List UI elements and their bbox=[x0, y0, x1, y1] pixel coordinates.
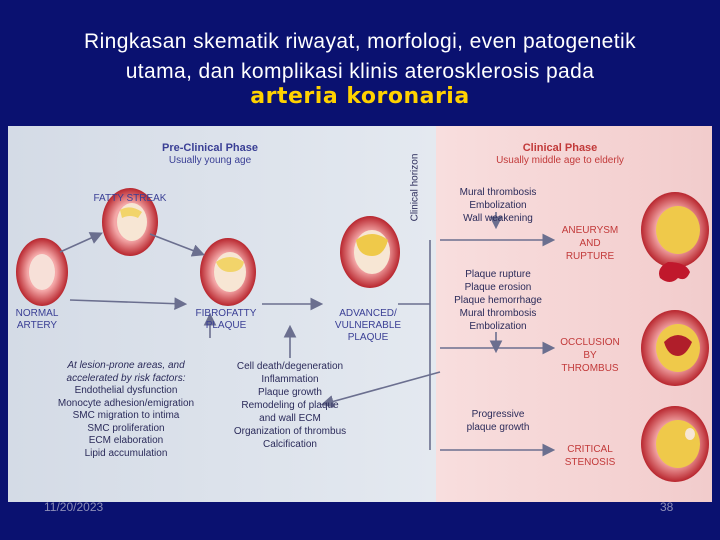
fibrofatty-label-1: FIBROFATTY bbox=[195, 308, 257, 319]
risk-factors-line: Lipid accumulation bbox=[84, 447, 168, 459]
advanced-label-2: VULNERABLE bbox=[334, 320, 402, 331]
progression-line: Calcification bbox=[263, 439, 317, 450]
critical-stenosis-label: CRITICAL STENOSIS bbox=[548, 443, 632, 469]
aneurysm-label-line: AND bbox=[579, 238, 601, 249]
aneurysm-event: Mural thrombosis bbox=[459, 187, 537, 198]
fatty-streak-vessel bbox=[102, 188, 158, 256]
occlusion-event: Mural thrombosis bbox=[459, 308, 537, 319]
occlusion-event: Plaque erosion bbox=[464, 282, 532, 293]
arrow-normal-to-fibrofatty bbox=[69, 297, 188, 311]
occlusion-events: Plaque rupture Plaque erosion Plaque hem… bbox=[440, 268, 556, 333]
occlusion-label-line: OCCLUSION bbox=[560, 337, 620, 348]
risk-factors-line: At lesion-prone areas, and bbox=[67, 360, 185, 371]
critical-stenosis-vessel bbox=[641, 406, 709, 482]
normal-artery-label-1: NORMAL bbox=[15, 308, 59, 319]
normal-artery-label-2: ARTERY bbox=[16, 320, 58, 331]
advanced-label-3: PLAQUE bbox=[347, 332, 389, 343]
progression-list: Cell death/degeneration Inflammation Pla… bbox=[220, 360, 360, 451]
clinical-subtitle: Usually middle age to elderly bbox=[496, 155, 624, 166]
risk-factors-line: SMC proliferation bbox=[87, 422, 165, 434]
aneurysm-event: Embolization bbox=[469, 200, 527, 211]
title-line-1: Ringkasan skematik riwayat, morfologi, e… bbox=[84, 30, 636, 53]
clinical-title: Clinical Phase bbox=[522, 142, 598, 154]
aneurysm-events: Mural thrombosis Embolization Wall weake… bbox=[440, 186, 556, 225]
normal-artery-vessel bbox=[16, 238, 68, 306]
progression-line: Organization of thrombus bbox=[233, 426, 347, 437]
stenosis-event: plaque growth bbox=[466, 422, 530, 433]
advanced-label-1: ADVANCED/ bbox=[339, 308, 397, 319]
aneurysm-vessel bbox=[641, 192, 709, 282]
aneurysm-label: ANEURYSM AND RUPTURE bbox=[548, 224, 632, 263]
arrow-back-to-progression bbox=[320, 371, 441, 408]
risk-factors-line: accelerated by risk factors: bbox=[66, 372, 186, 384]
slide-title: Ringkasan skematik riwayat, morfologi, e… bbox=[0, 0, 720, 122]
fatty-streak-label: FATTY STREAK bbox=[93, 193, 167, 204]
progression-line: Remodeling of plaque bbox=[241, 400, 339, 411]
occlusion-label: OCCLUSION BY THROMBUS bbox=[548, 336, 632, 375]
arrow-normal-to-streak bbox=[59, 232, 103, 253]
stenosis-event: Progressive bbox=[471, 409, 525, 420]
footer-page-number: 38 bbox=[660, 500, 674, 514]
footer-date: 11/20/2023 bbox=[44, 500, 104, 514]
risk-factors-line: Endothelial dysfunction bbox=[74, 385, 178, 396]
progression-line: Inflammation bbox=[261, 374, 319, 385]
occlusion-label-line: THROMBUS bbox=[561, 363, 619, 374]
risk-factors-line: SMC migration to intima bbox=[72, 410, 180, 421]
stenosis-events: Progressive plaque growth bbox=[440, 408, 556, 434]
progression-line: Cell death/degeneration bbox=[236, 361, 344, 372]
occlusion-event: Plaque hemorrhage bbox=[454, 295, 542, 306]
progression-line: Plaque growth bbox=[258, 387, 322, 398]
risk-factors-line: Monocyte adhesion/emigration bbox=[57, 397, 195, 409]
progression-line: and wall ECM bbox=[259, 413, 321, 424]
preclinical-title: Pre-Clinical Phase bbox=[162, 142, 258, 154]
preclinical-subtitle: Usually young age bbox=[168, 155, 252, 166]
aneurysm-label-line: ANEURYSM bbox=[561, 225, 619, 236]
advanced-plaque-vessel bbox=[340, 216, 400, 288]
occlusion-event: Plaque rupture bbox=[465, 269, 531, 280]
fibrofatty-label-2: PLAQUE bbox=[205, 320, 247, 331]
occlusion-label-line: BY bbox=[583, 350, 597, 361]
risk-factors-line: ECM elaboration bbox=[88, 435, 164, 446]
fibrofatty-plaque-vessel bbox=[200, 238, 256, 306]
preclinical-region bbox=[8, 126, 436, 502]
title-line-2: utama, dan komplikasi klinis aterosklero… bbox=[125, 60, 595, 83]
title-highlight: arteria koronaria bbox=[250, 84, 470, 109]
occlusion-vessel bbox=[641, 310, 709, 386]
aneurysm-event: Wall weakening bbox=[463, 213, 533, 224]
occlusion-event: Embolization bbox=[469, 321, 527, 332]
aneurysm-label-line: RUPTURE bbox=[565, 251, 615, 262]
clinical-horizon-label: Clinical horizon bbox=[409, 153, 421, 222]
critical-label-line: STENOSIS bbox=[564, 457, 616, 468]
critical-label-line: CRITICAL bbox=[567, 444, 613, 455]
atherosclerosis-diagram: Pre-Clinical Phase Usually young age Cli… bbox=[0, 122, 720, 508]
risk-factors-list: At lesion-prone areas, and accelerated b… bbox=[36, 360, 216, 460]
arrow-streak-to-fibrofatty bbox=[149, 233, 205, 257]
